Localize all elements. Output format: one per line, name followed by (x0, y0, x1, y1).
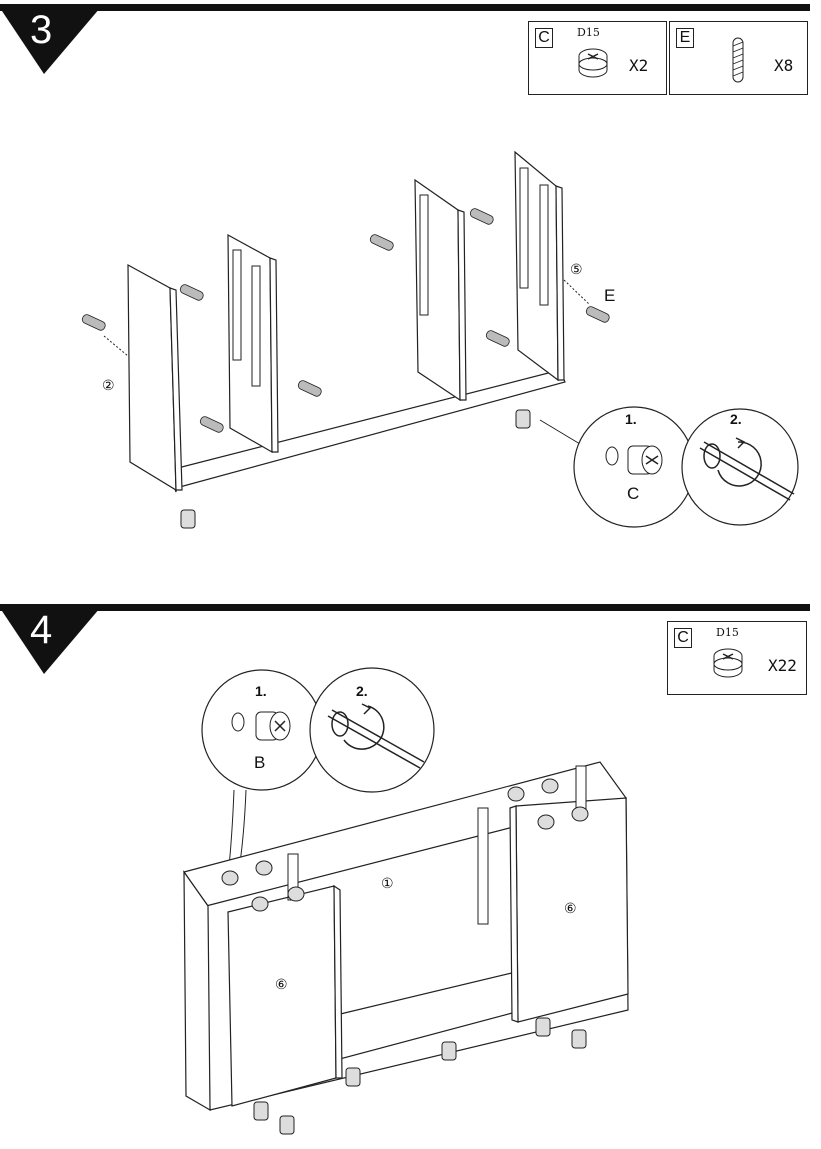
part-code: D15 (577, 26, 600, 39)
detail-step-2: 2. (730, 411, 742, 427)
back-panel-label: ① (381, 875, 394, 891)
cam-locks (221, 778, 589, 912)
step-4-drawing (183, 667, 629, 1135)
step-4-header-bar (0, 604, 810, 611)
step-3-badge (0, 8, 100, 74)
dowel-icon (732, 37, 744, 83)
side-panel-label-left: ⑥ (275, 976, 288, 992)
part-quantity: X2 (629, 56, 649, 75)
part-letter: E (676, 28, 694, 48)
detail-circle-2 (681, 408, 799, 526)
step-3-number: 3 (30, 8, 53, 52)
cam-label: C (627, 484, 640, 503)
detail-circle-2 (309, 667, 435, 793)
cam-label: B (254, 753, 266, 772)
cam-lock-icon (713, 648, 743, 678)
cam-lock-icon (578, 48, 608, 78)
step-3: 3 C D15 X2 E X8 (0, 0, 821, 560)
feet (253, 1017, 587, 1135)
step-3-header-bar (0, 4, 810, 11)
part-box-c: C D15 X2 (528, 21, 667, 95)
part-letter: C (535, 28, 553, 48)
panel-label-right: ⑤ (570, 261, 583, 277)
detail-step-1: 1. (625, 411, 637, 427)
part-box-c: C D15 X22 (667, 621, 807, 695)
detail-step-2: 2. (356, 683, 368, 699)
side-panel-label-right: ⑥ (564, 900, 577, 916)
part-box-e: E X8 (669, 21, 808, 95)
part-code: D15 (716, 626, 739, 639)
part-quantity: X22 (768, 656, 797, 675)
step-4-badge (0, 608, 100, 674)
dowels (81, 208, 610, 433)
panel-label-left: ② (102, 377, 115, 393)
detail-step-1: 1. (255, 683, 267, 699)
part-letter: C (674, 628, 692, 648)
dowel-label: E (604, 286, 616, 305)
step-4-number: 4 (30, 608, 53, 652)
feet (180, 409, 531, 529)
part-quantity: X8 (774, 56, 794, 75)
step-3-drawing (81, 150, 799, 529)
step-4: 4 C D15 X22 (0, 600, 821, 1149)
